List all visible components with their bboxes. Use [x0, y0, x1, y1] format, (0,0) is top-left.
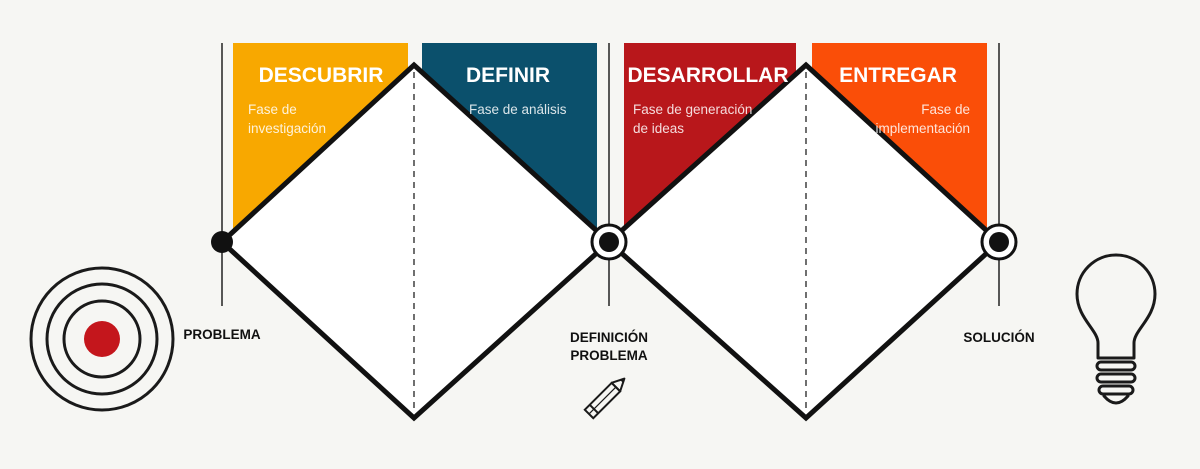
phase-subtitle-definir-line1: Fase de análisis	[469, 102, 567, 117]
phase-subtitle-descubrir-line1: Fase de	[248, 102, 297, 117]
phase-subtitle-desarrollar-line2: de ideas	[633, 121, 684, 136]
milestone-label-definicion-line2: PROBLEMA	[570, 348, 648, 363]
milestone-label-problema: PROBLEMA	[183, 327, 261, 342]
milestone-ring-definicion	[590, 223, 628, 261]
phase-subtitle-entregar-line2: implementación	[875, 121, 970, 136]
milestone-label-solucion: SOLUCIÓN	[963, 330, 1034, 345]
milestone-label-definicion-line1: DEFINICIÓN	[570, 330, 648, 345]
lightbulb-icon	[1075, 253, 1157, 405]
pencil-icon	[583, 377, 626, 420]
phase-title-descubrir: DESCUBRIR	[259, 64, 384, 87]
phase-subtitle-desarrollar-line1: Fase de generación	[633, 102, 752, 117]
phase-title-definir: DEFINIR	[466, 64, 550, 87]
phase-title-entregar: ENTREGAR	[839, 64, 957, 87]
phase-subtitle-descubrir-line2: investigación	[248, 121, 326, 136]
milestone-ring-solucion	[980, 223, 1018, 261]
phase-title-desarrollar: DESARROLLAR	[628, 64, 789, 87]
target-icon	[29, 266, 175, 412]
milestone-dot-problema	[211, 231, 233, 253]
phase-subtitle-entregar-line1: Fase de	[921, 102, 970, 117]
